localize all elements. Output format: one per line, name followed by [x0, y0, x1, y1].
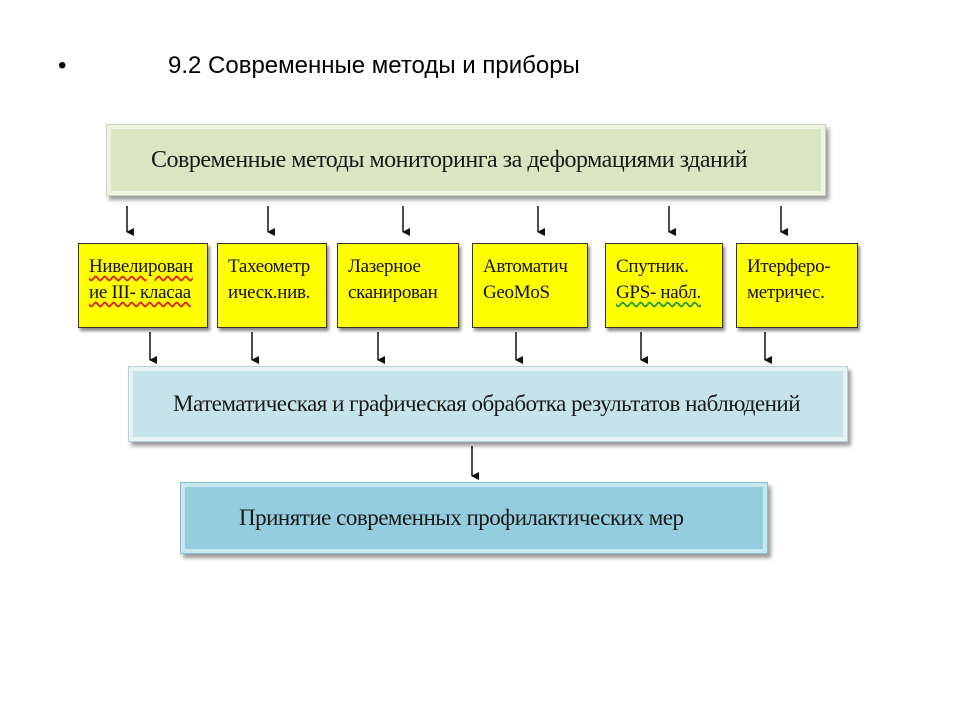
method-gps-line2: GPS- набл.: [616, 282, 701, 303]
method-interferometry-line1: Итерферо-: [747, 256, 831, 277]
method-box-levelling: Нивелирован ие III- класаа: [78, 243, 208, 328]
result-box: Принятие современных профилактических ме…: [180, 482, 768, 554]
processing-box: Математическая и графическая обработка р…: [128, 366, 848, 442]
method-levelling-line1: Нивелирован: [89, 256, 193, 277]
processing-label: Математическая и графическая обработка р…: [173, 391, 801, 416]
method-tacheometry-line1: Тахеометр: [228, 256, 310, 277]
method-laser-line2: сканирован: [348, 282, 438, 303]
result-label: Принятие современных профилактических ме…: [239, 505, 684, 530]
slide-title: 9.2 Современные методы и приборы: [168, 52, 580, 79]
method-box-geomos: Автоматич GeoMoS: [472, 243, 588, 328]
method-gps-line1: Спутник.: [616, 256, 689, 277]
method-box-interferometry: Итерферо- метричес.: [736, 243, 858, 328]
bullet-dot: •: [58, 52, 67, 79]
method-box-laser-scanning: Лазерное сканирован: [337, 243, 459, 328]
method-laser-line1: Лазерное: [348, 256, 421, 277]
method-interferometry-line2: метричес.: [747, 282, 825, 303]
method-box-gps: Спутник. GPS- набл.: [605, 243, 723, 328]
method-tacheometry-line2: ическ.нив.: [228, 282, 311, 303]
method-geomos-line2: GeoMoS: [483, 282, 550, 303]
monitoring-methods-box: Современные методы мониторинга за деформ…: [106, 124, 826, 196]
method-geomos-line1: Автоматич: [483, 256, 568, 277]
method-levelling-line2: ие III- класаа: [89, 282, 191, 303]
monitoring-methods-label: Современные методы мониторинга за деформ…: [151, 146, 748, 173]
method-box-tacheometry: Тахеометр ическ.нив.: [217, 243, 327, 328]
